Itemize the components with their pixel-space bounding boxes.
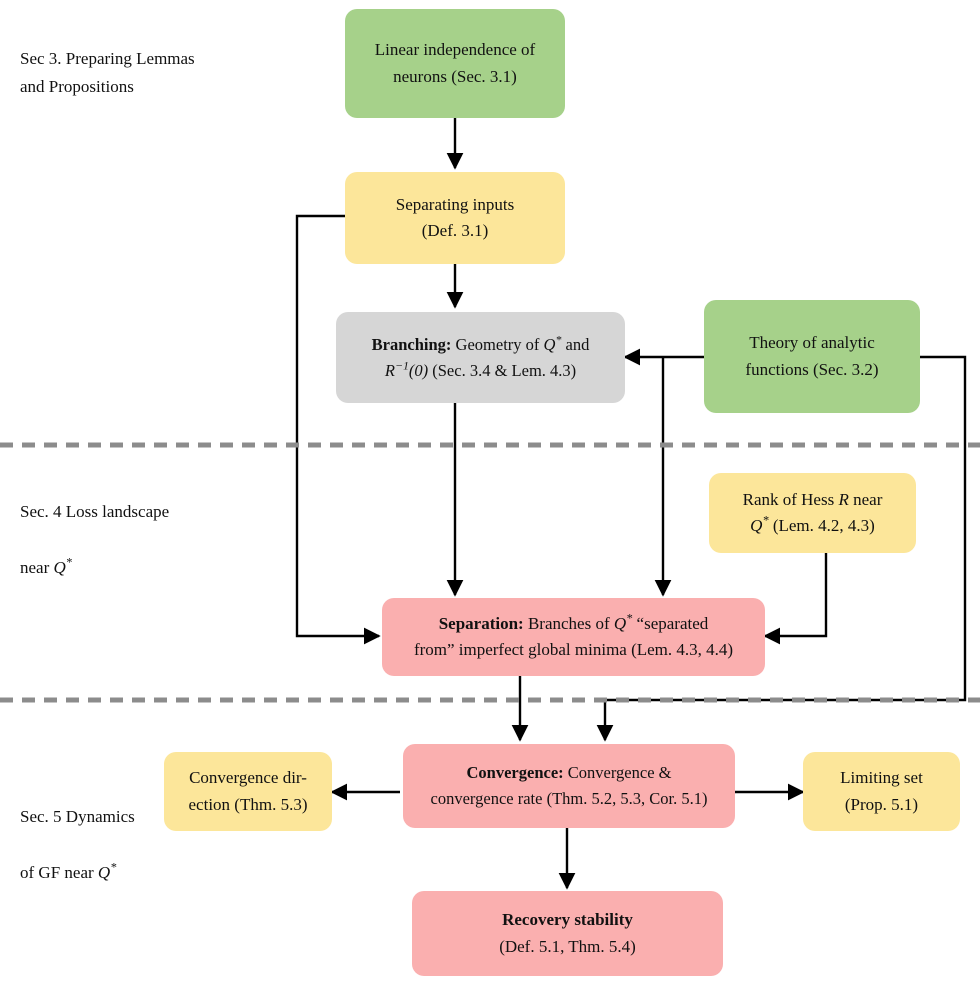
section-label-sec4-line2-prefix: near (20, 558, 54, 578)
node-branching-line2-math: R−1(0) (384, 358, 429, 380)
node-rank-hess-r-line1-math: R (838, 489, 849, 509)
node-branching-line1-math: Q* (543, 332, 562, 354)
node-convergence-direction-line2: ection (Thm. 5.3) (188, 794, 308, 814)
node-branching-line1-rest: Geometry of (451, 334, 544, 354)
node-branching-line1-tail: and (561, 334, 590, 354)
edge-separating-inputs-to-separation (295, 214, 381, 645)
node-convergence-line1-rest: Convergence & (563, 763, 672, 783)
node-convergence-direction[interactable]: Convergence dir- ection (Thm. 5.3) (164, 752, 332, 831)
section-label-sec4: Sec. 4 Loss landscape near Q* (20, 470, 270, 582)
node-separating-inputs-line1: Separating inputs (395, 194, 515, 214)
node-branching-bold-lead: Branching: (371, 334, 452, 354)
node-recovery-stability[interactable]: Recovery stability (Def. 5.1, Thm. 5.4) (412, 891, 723, 976)
node-separation-line2: from” imperfect global minima (Lem. 4.3,… (413, 640, 734, 659)
node-separating-inputs[interactable]: Separating inputs (Def. 3.1) (345, 172, 565, 264)
section-label-sec4-line1: Sec. 4 Loss landscape (20, 502, 170, 522)
node-separation-line1-tail: “separated (632, 613, 709, 633)
node-linear-independence[interactable]: Linear independence of neurons (Sec. 3.1… (345, 9, 565, 118)
node-rank-hess-r-line1-prefix: Rank of Hess (742, 489, 839, 509)
node-rank-hess-r-line2-rest: (Lem. 4.2, 4.3) (768, 516, 875, 535)
section-label-sec5-math: Q* (97, 860, 117, 883)
node-separation-line1-math: Q* (613, 611, 633, 633)
node-limiting-set-line2: (Prop. 5.1) (844, 794, 919, 814)
node-branching[interactable]: Branching: Geometry of Q* and R−1(0) (Se… (336, 312, 625, 403)
node-branching-line2-rest: (Sec. 3.4 & Lem. 4.3) (428, 360, 577, 380)
node-rank-hess-r[interactable]: Rank of Hess R near Q* (Lem. 4.2, 4.3) (709, 473, 916, 553)
node-convergence[interactable]: Convergence: Convergence & convergence r… (403, 744, 735, 828)
node-limiting-set[interactable]: Limiting set (Prop. 5.1) (803, 752, 960, 831)
node-recovery-stability-line2: (Def. 5.1, Thm. 5.4) (499, 936, 636, 956)
section-label-sec4-math: Q* (53, 555, 72, 578)
node-recovery-stability-bold-lead: Recovery stability (502, 910, 633, 930)
node-convergence-line2: convergence rate (Thm. 5.2, 5.3, Cor. 5.… (430, 789, 708, 808)
node-theory-analytic-functions[interactable]: Theory of analytic functions (Sec. 3.2) (704, 300, 920, 413)
node-convergence-bold-lead: Convergence: (466, 763, 564, 783)
node-rank-hess-r-line1-tail: near (848, 489, 883, 509)
node-theory-analytic-functions-line2: functions (Sec. 3.2) (745, 359, 879, 379)
section-label-sec5-line1: Sec. 5 Dynamics (20, 807, 135, 827)
node-separating-inputs-line2: (Def. 3.1) (421, 221, 489, 240)
node-separation-bold-lead: Separation: (438, 613, 524, 633)
section-label-sec5-line2-prefix: of GF near (20, 863, 98, 883)
node-theory-analytic-functions-line1: Theory of analytic (749, 333, 875, 353)
section-label-sec3: Sec 3. Preparing Lemmas and Propositions (20, 49, 195, 97)
node-separation[interactable]: Separation: Branches of Q* “separated fr… (382, 598, 765, 676)
edge-rank-hess-to-separation (763, 553, 828, 645)
section-label-sec5: Sec. 5 Dynamics of GF near Q* (20, 775, 270, 887)
node-separation-line1-rest: Branches of (523, 613, 614, 633)
node-limiting-set-line1: Limiting set (840, 768, 923, 788)
node-rank-hess-r-line2-math: Q* (750, 513, 769, 535)
node-linear-independence-line2: neurons (Sec. 3.1) (393, 66, 517, 86)
node-linear-independence-line1: Linear independence of (374, 40, 536, 60)
node-convergence-direction-line1: Convergence dir- (189, 768, 307, 788)
